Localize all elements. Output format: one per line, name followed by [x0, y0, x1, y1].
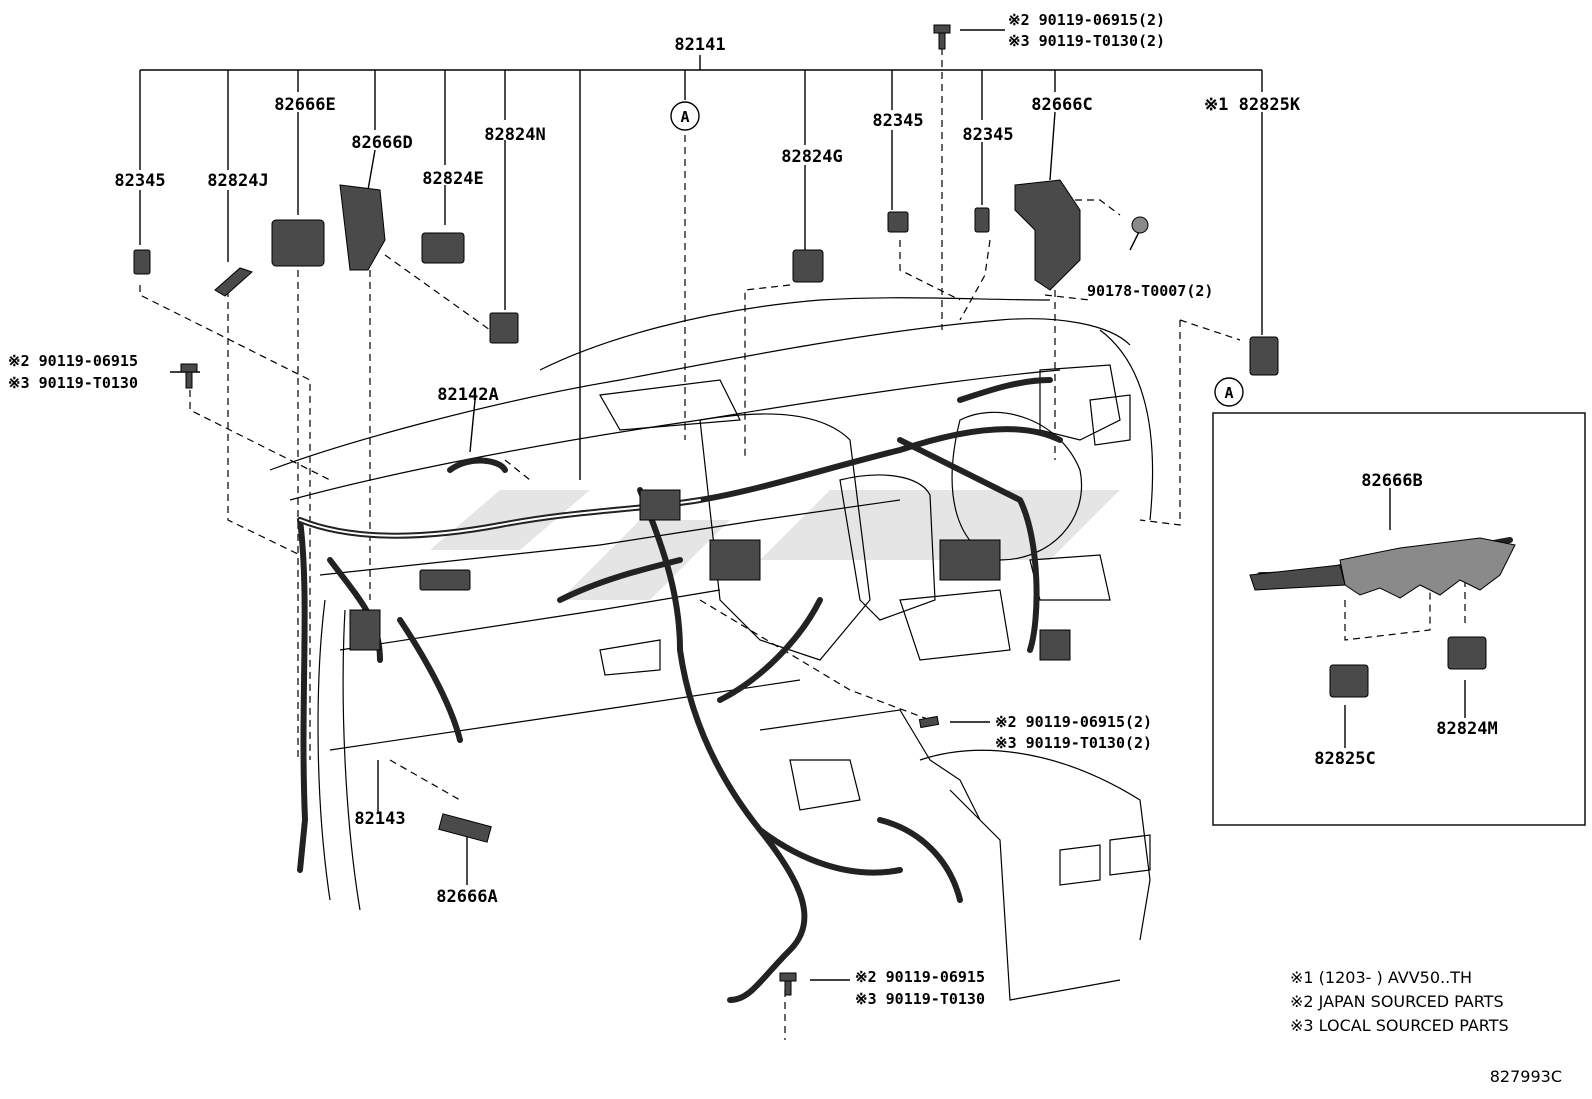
part-82824M: 82824M: [1436, 719, 1497, 739]
ref-marker-main-label: A: [680, 108, 689, 126]
part-82143: 82143: [354, 809, 405, 829]
main-harness-bracket: [139, 55, 1263, 480]
harness-wires: [297, 377, 1513, 1003]
watermark: [430, 490, 1120, 600]
bolt-icons: [180, 24, 951, 996]
main-harness-label: 82141: [674, 35, 725, 55]
part-90178: 90178-T0007(2): [1087, 282, 1213, 300]
footnote-3: ※3 LOCAL SOURCED PARTS: [1290, 1016, 1509, 1035]
part-82345-mid: 82345: [872, 111, 923, 131]
part-82666C: 82666C: [1031, 95, 1092, 115]
part-82824N: 82824N: [484, 125, 545, 145]
part-82824E: 82824E: [422, 169, 483, 189]
bolt-top-line1: ※2 90119-06915(2): [1008, 11, 1165, 29]
leader-lines: [139, 29, 1466, 981]
bolt-left-icon: [180, 363, 198, 389]
bolt-top-icon: [933, 24, 951, 50]
bolt-bottom-line1: ※2 90119-06915: [855, 968, 985, 986]
part-82345-right: 82345: [962, 125, 1013, 145]
footnote-2: ※2 JAPAN SOURCED PARTS: [1290, 992, 1504, 1011]
ref-marker-inset: A: [1214, 377, 1244, 407]
dashboard-body: [269, 297, 1154, 1001]
part-82825K: ※1 82825K: [1204, 95, 1301, 115]
drawing-number: 827993C: [1490, 1067, 1562, 1086]
part-82345-left: 82345: [114, 171, 165, 191]
part-82825C: 82825C: [1314, 749, 1375, 769]
part-82666E: 82666E: [274, 95, 335, 115]
part-82142A: 82142A: [437, 385, 498, 405]
bolt-center-icon: [918, 715, 940, 729]
connector-parts: [133, 179, 1279, 843]
ref-marker-inset-label: A: [1224, 384, 1233, 402]
part-82824G: 82824G: [781, 147, 842, 167]
bolt-bottom-icon: [779, 972, 797, 996]
dashed-guides: [139, 48, 1466, 1040]
bolt-top-line2: ※3 90119-T0130(2): [1008, 32, 1165, 50]
part-82666B: 82666B: [1361, 471, 1422, 491]
ref-marker-main: A: [670, 101, 700, 131]
part-82824J: 82824J: [207, 171, 268, 191]
bolt-center-line1: ※2 90119-06915(2): [995, 713, 1152, 731]
part-82666D: 82666D: [351, 133, 412, 153]
inset-box: [1212, 412, 1586, 826]
bolt-center-line2: ※3 90119-T0130(2): [995, 734, 1152, 752]
part-82666A: 82666A: [436, 887, 497, 907]
footnote-1: ※1 (1203- ) AVV50..TH: [1290, 968, 1472, 987]
bolt-bottom-line2: ※3 90119-T0130: [855, 990, 985, 1008]
bolt-left-line1: ※2 90119-06915: [8, 352, 138, 370]
bolt-left-line2: ※3 90119-T0130: [8, 374, 138, 392]
